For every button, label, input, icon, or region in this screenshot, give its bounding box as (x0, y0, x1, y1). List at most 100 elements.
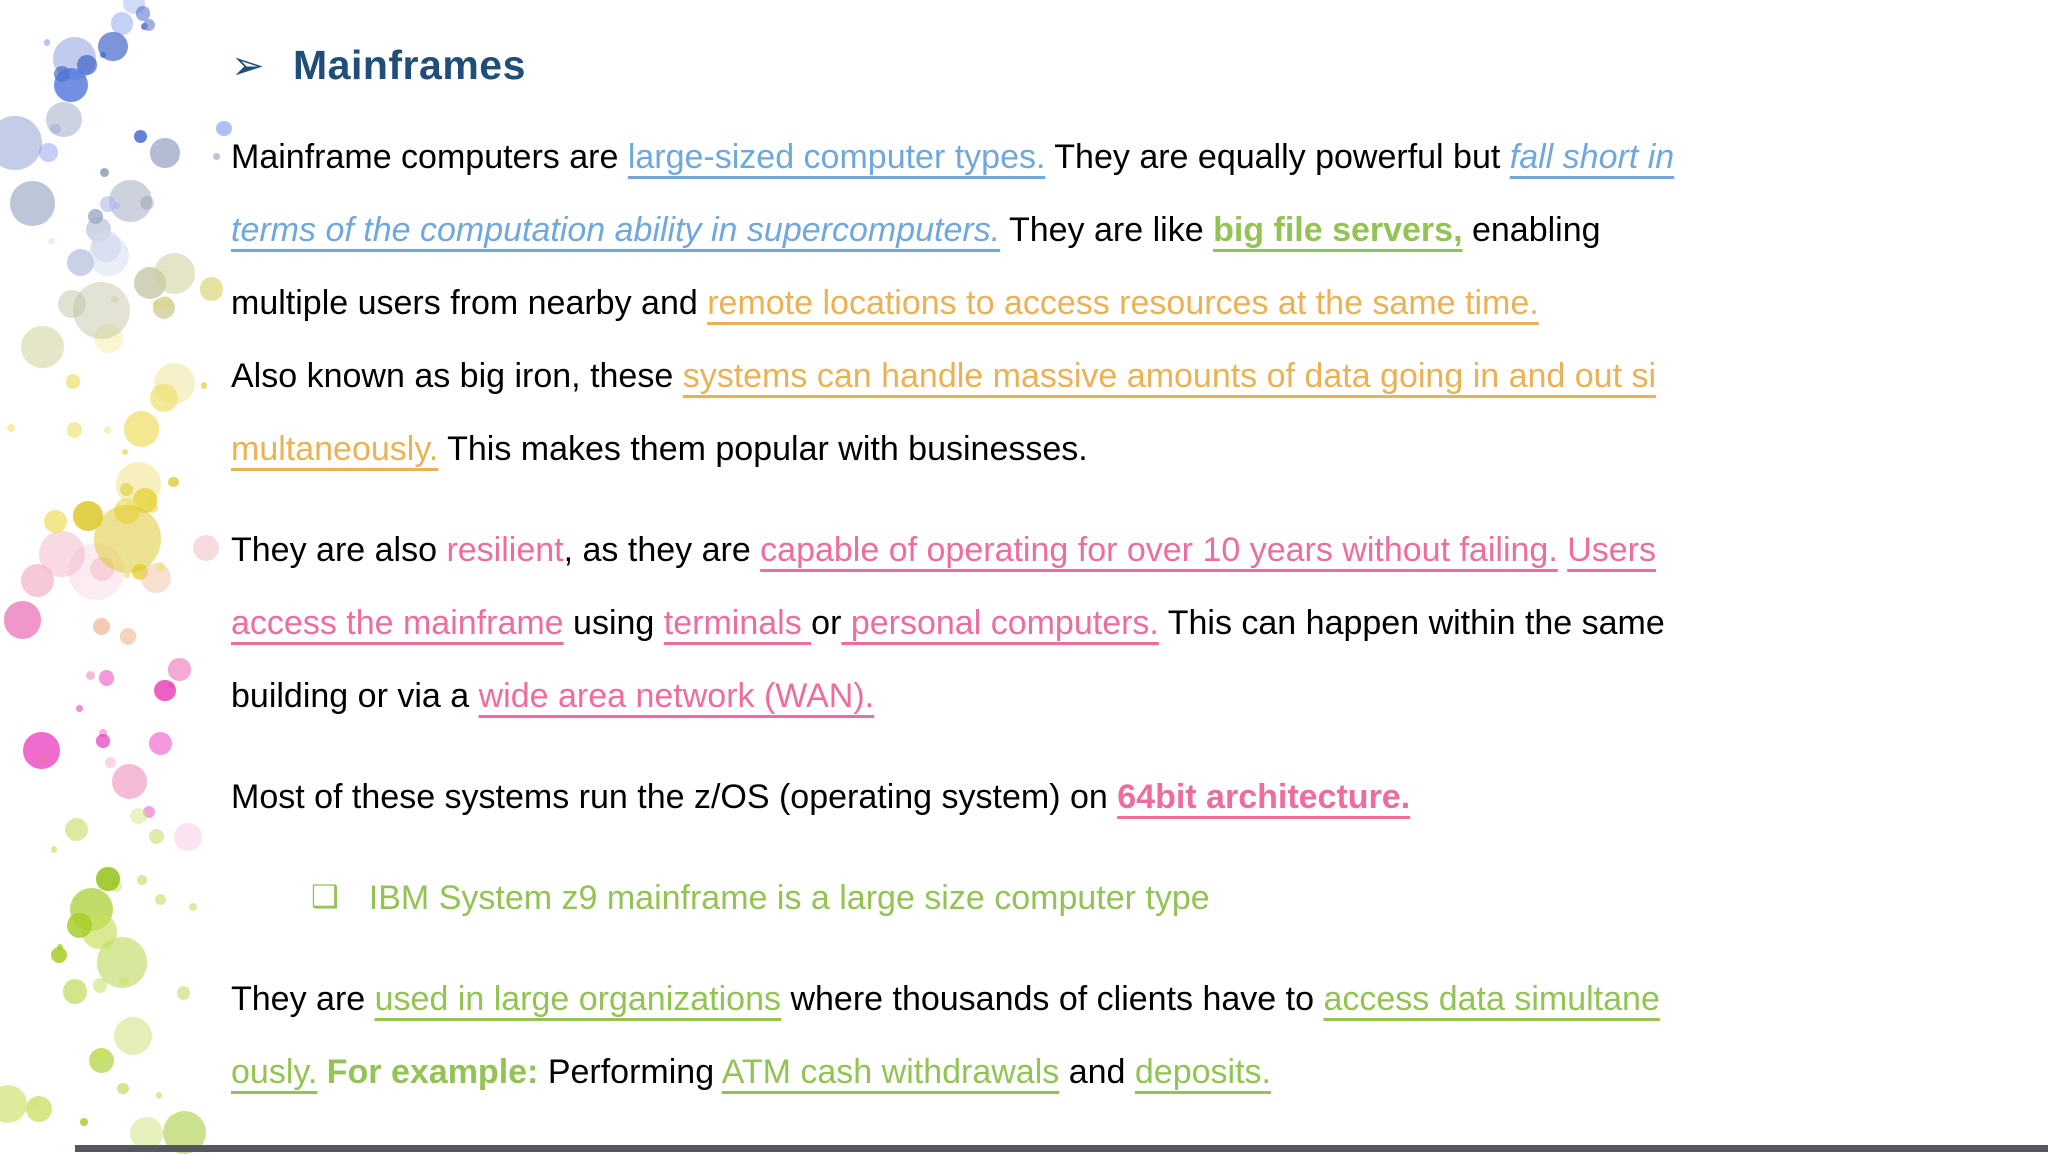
text-link[interactable]: access data simultane (1323, 980, 1660, 1018)
bubble (105, 757, 117, 769)
bubble (155, 1092, 163, 1099)
bottom-edge-bar (75, 1145, 2048, 1152)
bubble (200, 382, 208, 389)
bubble (39, 143, 58, 162)
text-link[interactable]: capable of operating for over 10 years w… (760, 531, 1558, 569)
text-run: building or via a (231, 677, 479, 715)
bubble (120, 483, 133, 496)
text-run: They are also (231, 531, 447, 569)
bubble (168, 658, 191, 681)
bubble (79, 1118, 88, 1126)
bubble (51, 947, 68, 964)
text-link[interactable]: access the mainframe (231, 604, 564, 642)
bubble (93, 505, 161, 573)
bubble (117, 1082, 129, 1095)
bubble (154, 252, 196, 295)
bubble (93, 617, 111, 635)
bubble (53, 67, 89, 103)
bubble (66, 422, 82, 438)
bubble (142, 805, 156, 818)
text-run: Most of these systems run the z/OS (oper… (231, 778, 1118, 816)
bubble (35, 752, 48, 765)
text-run: Mainframe computers are (231, 138, 628, 176)
bubble (134, 130, 147, 144)
bubble (46, 101, 82, 138)
bubble (173, 822, 202, 851)
arrow-bullet-icon: ➢ (231, 44, 266, 88)
text-run: They are like (1000, 211, 1214, 249)
text-link[interactable]: 64bit architecture. (1117, 778, 1411, 816)
bubble (113, 1016, 152, 1056)
text-link[interactable]: ATM cash withdrawals (721, 1053, 1060, 1091)
bubble (154, 893, 166, 905)
bubble (3, 601, 42, 640)
text-run: They are equally powerful but (1045, 138, 1510, 176)
square-bullet-icon: ❑ (311, 879, 339, 914)
bubble (114, 202, 121, 209)
bubble (124, 572, 131, 579)
bubble (168, 476, 179, 487)
bubble (98, 670, 115, 686)
bubble (43, 509, 67, 534)
text-run: Also known as big iron, these (231, 357, 683, 395)
text-run: and (1059, 1053, 1135, 1091)
text-run: Performing (538, 1053, 722, 1091)
text-run: , as they are (563, 531, 761, 569)
paragraph: Most of these systems run the z/OS (oper… (231, 761, 2031, 834)
bubble (146, 501, 158, 513)
text-link[interactable]: used in large organizations (374, 980, 781, 1018)
paragraph: Mainframe computers are large-sized comp… (231, 121, 2031, 486)
text-link[interactable]: large-sized computer types. (627, 138, 1046, 176)
text-link[interactable]: systems can handle massive amounts of da… (682, 357, 1657, 395)
bubble (48, 237, 55, 245)
text-link[interactable]: fall short in (1509, 138, 1675, 176)
bubble (155, 562, 166, 572)
bubble (135, 6, 151, 21)
bubble (0, 1084, 27, 1123)
bubble (188, 903, 198, 912)
text-link[interactable]: personal computers. (841, 604, 1159, 642)
text-link[interactable]: terminals (663, 604, 812, 642)
bubble (110, 296, 119, 304)
text-run (1558, 531, 1567, 569)
bubble (88, 209, 104, 225)
bubble (158, 296, 173, 310)
text-link[interactable]: terms of the computation ability in supe… (231, 211, 1001, 249)
paragraph: They are also resilient, as they are cap… (231, 514, 2031, 733)
bubble (20, 325, 64, 369)
text-run: resilient (446, 531, 564, 569)
bubble (153, 679, 176, 702)
bubble (213, 153, 220, 160)
page-title: Mainframes (293, 42, 526, 88)
slide-body: ➢ Mainframes Mainframe computers are larg… (231, 38, 2031, 1137)
bubble (193, 535, 220, 562)
bubble (149, 732, 172, 755)
slide-title-row: ➢ Mainframes (231, 38, 2031, 93)
bubble (150, 138, 180, 168)
bubble (123, 411, 159, 447)
bubble (92, 978, 108, 993)
text-link[interactable]: deposits. (1134, 1053, 1271, 1091)
bubble (148, 828, 164, 845)
text-link[interactable]: Users (1567, 531, 1657, 569)
bubble (109, 179, 152, 223)
bubble (98, 32, 128, 62)
text-run: or (811, 604, 842, 642)
text-run: IBM System z9 mainframe is a large size … (368, 879, 1210, 917)
bubble (66, 248, 95, 276)
bubble (103, 426, 112, 434)
text-link[interactable]: remote locations to access resources at … (707, 284, 1539, 322)
bubble (100, 167, 110, 177)
text-link[interactable]: multaneously. (231, 430, 439, 468)
bubble (30, 1099, 38, 1107)
bubble (39, 530, 86, 577)
text-link[interactable]: ously. (231, 1053, 318, 1091)
bubble (72, 500, 103, 531)
bubble (66, 374, 81, 389)
bubble (112, 764, 148, 800)
text-blocks: Mainframe computers are large-sized comp… (231, 121, 2031, 1109)
text-link[interactable]: wide area network (WAN). (478, 677, 875, 715)
bubble (216, 120, 232, 136)
text-link[interactable]: big file servers, (1213, 211, 1463, 249)
bubble (93, 324, 124, 354)
